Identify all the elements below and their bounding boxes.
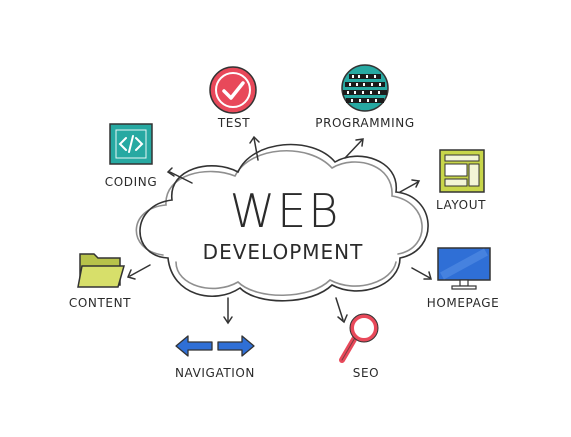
- node-label-coding: CODING: [104, 175, 158, 189]
- node-label-test: TEST: [217, 116, 251, 130]
- center-subtitle: DEVELOPMENT: [202, 240, 364, 264]
- node-label-content: CONTENT: [68, 296, 132, 310]
- node-label-homepage: HOMEPAGE: [426, 296, 500, 310]
- node-label-programming: PROGRAMMING: [315, 116, 415, 130]
- folder-icon: [77, 253, 125, 288]
- arrows-icon: [175, 335, 255, 357]
- binary-code-icon: [341, 64, 389, 112]
- center-title: WEB: [229, 184, 341, 238]
- check-icon: [209, 66, 257, 114]
- node-label-seo: SEO: [352, 366, 380, 380]
- layout-icon: [439, 149, 485, 193]
- connector-arrows: [126, 135, 432, 325]
- node-label-layout: LAYOUT: [435, 198, 487, 212]
- magnifier-icon: [339, 313, 379, 363]
- cloud-shape: [135, 143, 429, 302]
- node-label-navigation: NAVIGATION: [174, 366, 256, 380]
- code-icon: [109, 123, 153, 165]
- monitor-icon: [437, 247, 491, 290]
